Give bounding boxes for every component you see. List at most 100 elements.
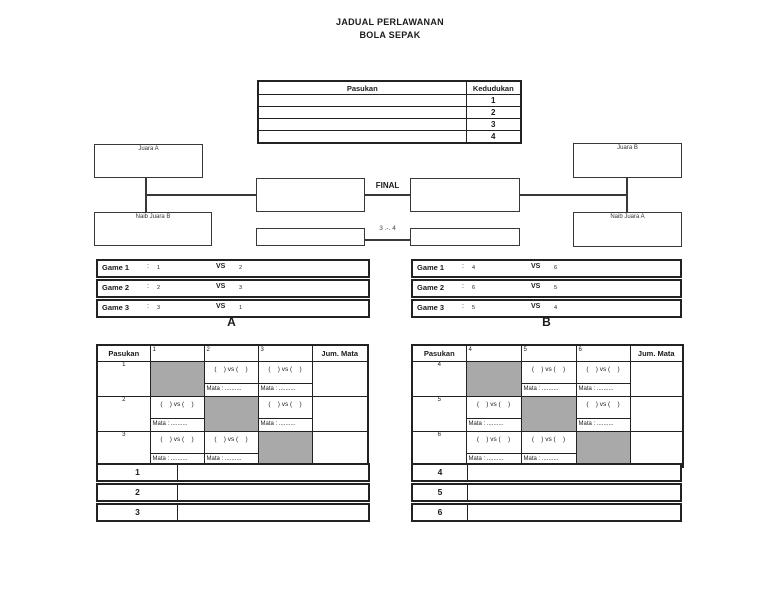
- games-b-table: Game 1 : 4 VS 6 Game 2 : 6 VS 5 Game 3 :…: [411, 259, 682, 319]
- match-cell: ( ) vs ( ) Mata : ..........: [149, 396, 205, 432]
- bracket-box-juara-a: Juara A: [94, 144, 203, 178]
- game-home-team: 1: [157, 265, 161, 271]
- match-score: ( ) vs ( ): [576, 397, 630, 419]
- match-score: ( ) vs ( ): [150, 432, 204, 454]
- matrix-row: 1 ( ) vs ( ) Mata : .......... ( ) vs ( …: [96, 361, 369, 397]
- matrix-row: 6 ( ) vs ( ) Mata : .......... ( ) vs ( …: [411, 431, 684, 468]
- summary-row: 1: [96, 463, 370, 482]
- matrix-header-row: Pasukan 1 2 3 Jum. Mata: [96, 344, 369, 362]
- matrix-team-header: Pasukan: [96, 344, 151, 362]
- standings-row: 3: [257, 118, 522, 131]
- standings-header-row: Pasukan Kedudukan: [257, 80, 522, 95]
- game-label: Game 2: [417, 283, 445, 292]
- final-box-right: [410, 178, 520, 212]
- standings-table: Pasukan Kedudukan 1 2 3 4: [257, 80, 522, 144]
- match-points: Mata : ..........: [260, 386, 296, 392]
- title-line-2: BOLA SEPAK: [359, 30, 421, 40]
- bracket-box-naib-juara-b: Naib Juara B: [94, 212, 212, 246]
- game-colon: :: [462, 263, 464, 270]
- standings-position-cell: 1: [465, 94, 522, 107]
- total-points-cell: [311, 431, 369, 468]
- game-row: Game 1 : 1 VS 2: [96, 259, 370, 278]
- game-vs-label: VS: [531, 283, 541, 290]
- match-cell: ( ) vs ( ) Mata : ..........: [257, 361, 313, 397]
- match-score: ( ) vs ( ): [466, 397, 521, 419]
- match-points: Mata : ..........: [578, 421, 614, 427]
- connector-line: [365, 239, 410, 241]
- game-label: Game 3: [102, 303, 130, 312]
- match-points: Mata : ..........: [468, 456, 504, 462]
- standings-team-header: Pasukan: [257, 80, 467, 95]
- game-away-team: 6: [554, 265, 558, 271]
- game-label: Game 1: [102, 263, 130, 272]
- summary-b-table: 4 5 6: [411, 463, 682, 523]
- match-cell: ( ) vs ( ) Mata : ..........: [203, 361, 259, 397]
- matrix-total-header: Jum. Mata: [629, 344, 684, 362]
- game-away-team: 5: [554, 285, 558, 291]
- matrix-col-header: 1: [149, 344, 205, 362]
- total-points-cell: [629, 431, 684, 468]
- match-score: ( ) vs ( ): [521, 362, 576, 384]
- summary-rank: 5: [413, 485, 468, 500]
- juara-b-label: Juara B: [617, 145, 638, 151]
- summary-rank: 2: [98, 485, 178, 500]
- diagonal-cell: [257, 431, 313, 468]
- group-a-matrix: Pasukan 1 2 3 Jum. Mata 1 ( ) vs ( ) Mat…: [96, 344, 369, 468]
- match-score: ( ) vs ( ): [258, 362, 312, 384]
- summary-blank-cell: [178, 505, 368, 520]
- summary-blank-cell: [468, 485, 680, 500]
- game-colon: :: [462, 283, 464, 290]
- matrix-row: 2 ( ) vs ( ) Mata : .......... ( ) vs ( …: [96, 396, 369, 432]
- match-points: Mata : ..........: [152, 421, 188, 427]
- diagonal-cell: [575, 431, 631, 468]
- game-vs-label: VS: [531, 303, 541, 310]
- match-points: Mata : ..........: [468, 421, 504, 427]
- naib-juara-b-label: Naib Juara B: [135, 214, 171, 220]
- game-vs-label: VS: [216, 303, 226, 310]
- total-points-cell: [629, 396, 684, 432]
- matrix-team-number: 6: [411, 431, 467, 468]
- match-cell: ( ) vs ( ) Mata : ..........: [203, 431, 259, 468]
- matrix-row: 3 ( ) vs ( ) Mata : .......... ( ) vs ( …: [96, 431, 369, 468]
- summary-blank-cell: [468, 505, 680, 520]
- matrix-team-number: 4: [411, 361, 467, 397]
- diagonal-cell: [465, 361, 522, 397]
- game-row: Game 1 : 4 VS 6: [411, 259, 682, 278]
- bracket-box-juara-b: Juara B: [573, 143, 682, 178]
- match-cell: ( ) vs ( ) Mata : ..........: [520, 431, 577, 468]
- game-label: Game 3: [417, 303, 445, 312]
- game-home-team: 4: [472, 265, 476, 271]
- match-score: ( ) vs ( ): [204, 432, 258, 454]
- title-line-1: JADUAL PERLAWANAN: [336, 17, 444, 27]
- summary-blank-cell: [468, 465, 680, 480]
- standings-position-cell: 3: [465, 118, 522, 131]
- game-away-team: 2: [239, 265, 243, 271]
- game-row: Game 2 : 2 VS 3: [96, 279, 370, 298]
- matrix-col-header: 4: [465, 344, 522, 362]
- match-cell: ( ) vs ( ) Mata : ..........: [257, 396, 313, 432]
- summary-blank-cell: [178, 485, 368, 500]
- match-cell: ( ) vs ( ) Mata : ..........: [520, 361, 577, 397]
- summary-row: 3: [96, 503, 370, 522]
- match-cell: ( ) vs ( ) Mata : ..........: [465, 431, 522, 468]
- naib-juara-a-label: Naib Juara A: [610, 214, 645, 220]
- match-points: Mata : ..........: [578, 386, 614, 392]
- group-b-matrix: Pasukan 4 5 6 Jum. Mata 4 ( ) vs ( ) Mat…: [411, 344, 684, 468]
- matrix-team-number: 3: [96, 431, 151, 468]
- game-row: Game 3 : 5 VS 4: [411, 299, 682, 318]
- total-points-cell: [311, 361, 369, 397]
- third-place-label: 3 .-. 4: [379, 225, 396, 232]
- match-score: ( ) vs ( ): [150, 397, 204, 419]
- game-vs-label: VS: [216, 283, 226, 290]
- summary-row: 4: [411, 463, 682, 482]
- game-home-team: 6: [472, 285, 476, 291]
- final-box-left: [256, 178, 365, 212]
- games-a-table: Game 1 : 1 VS 2 Game 2 : 2 VS 3 Game 3 :…: [96, 259, 370, 319]
- game-row: Game 2 : 6 VS 5: [411, 279, 682, 298]
- summary-rank: 4: [413, 465, 468, 480]
- diagonal-cell: [520, 396, 577, 432]
- match-points: Mata : ..........: [260, 421, 296, 427]
- match-points: Mata : ..........: [206, 386, 242, 392]
- standings-team-cell: [257, 118, 467, 131]
- connector-line: [365, 194, 410, 196]
